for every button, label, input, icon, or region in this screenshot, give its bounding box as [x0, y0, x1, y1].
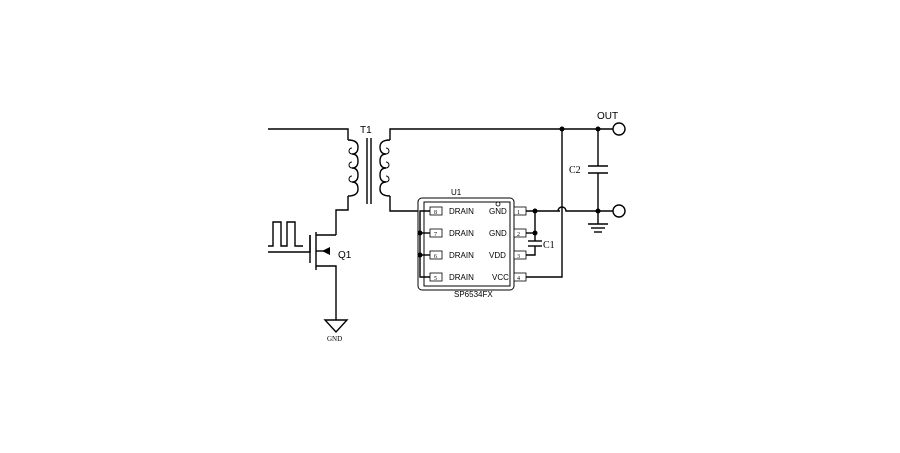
left-pin-6: 6 DRAIN — [429, 250, 474, 260]
secondary-bottom-wire — [389, 196, 430, 212]
out-label: OUT — [597, 111, 618, 122]
left-pin-8: 8 DRAIN — [429, 206, 474, 216]
svg-text:8: 8 — [434, 210, 437, 216]
junction-dot — [532, 208, 538, 214]
out-terminal-bottom — [612, 204, 626, 218]
capacitor-c1: C1 — [528, 240, 555, 251]
chip-body — [423, 201, 511, 287]
primary-drain-wire — [335, 196, 349, 235]
svg-text:DRAIN: DRAIN — [449, 207, 474, 216]
transformer-t1: T1 — [347, 125, 391, 204]
out-terminal-top — [612, 122, 626, 136]
t1-label: T1 — [360, 125, 372, 136]
left-pin-7: 7 DRAIN — [429, 228, 474, 238]
c1-label: C1 — [543, 240, 555, 251]
ground-triangle-symbol — [323, 319, 349, 334]
svg-text:DRAIN: DRAIN — [449, 229, 474, 238]
gnd-label: GND — [327, 335, 342, 343]
svg-text:5: 5 — [434, 276, 437, 282]
left-pin-5: 5 DRAIN — [429, 272, 474, 282]
q1-label: Q1 — [338, 250, 352, 261]
chip-u1: U1 SP6534FX 8 DRAIN 7 DRAIN 6 DRAIN 5 DR… — [417, 188, 527, 299]
svg-text:GND: GND — [489, 207, 507, 216]
svg-text:DRAIN: DRAIN — [449, 251, 474, 260]
pin1-marker — [495, 201, 501, 207]
ground-return-wire — [557, 206, 614, 212]
junction-dot — [417, 230, 423, 236]
svg-text:4: 4 — [517, 276, 520, 282]
input-wire — [268, 128, 349, 140]
svg-text:1: 1 — [517, 210, 520, 216]
svg-text:DRAIN: DRAIN — [449, 273, 474, 282]
svg-text:3: 3 — [517, 254, 520, 260]
chip-part-number: SP6534FX — [454, 290, 493, 299]
gate-wire — [268, 235, 311, 253]
capacitor-c2: C2 — [569, 165, 608, 176]
vcc-wire — [526, 129, 563, 278]
svg-text:VDD: VDD — [489, 251, 506, 260]
junction-dot — [417, 252, 423, 258]
ground-lines-symbol — [588, 223, 608, 233]
svg-text:6: 6 — [434, 254, 437, 260]
svg-text:2: 2 — [517, 232, 520, 238]
svg-text:7: 7 — [434, 232, 437, 238]
svg-text:GND: GND — [489, 229, 507, 238]
svg-text:VCC: VCC — [492, 273, 509, 282]
junction-dot — [559, 126, 565, 132]
c2-label: C2 — [569, 165, 581, 176]
mosfet-q1: Q1 — [268, 232, 352, 320]
drain-bus-wire — [419, 210, 430, 278]
u1-label: U1 — [451, 188, 462, 197]
junction-dot — [532, 230, 538, 236]
secondary-top-wire — [389, 128, 614, 140]
pulse-waveform — [268, 221, 303, 247]
